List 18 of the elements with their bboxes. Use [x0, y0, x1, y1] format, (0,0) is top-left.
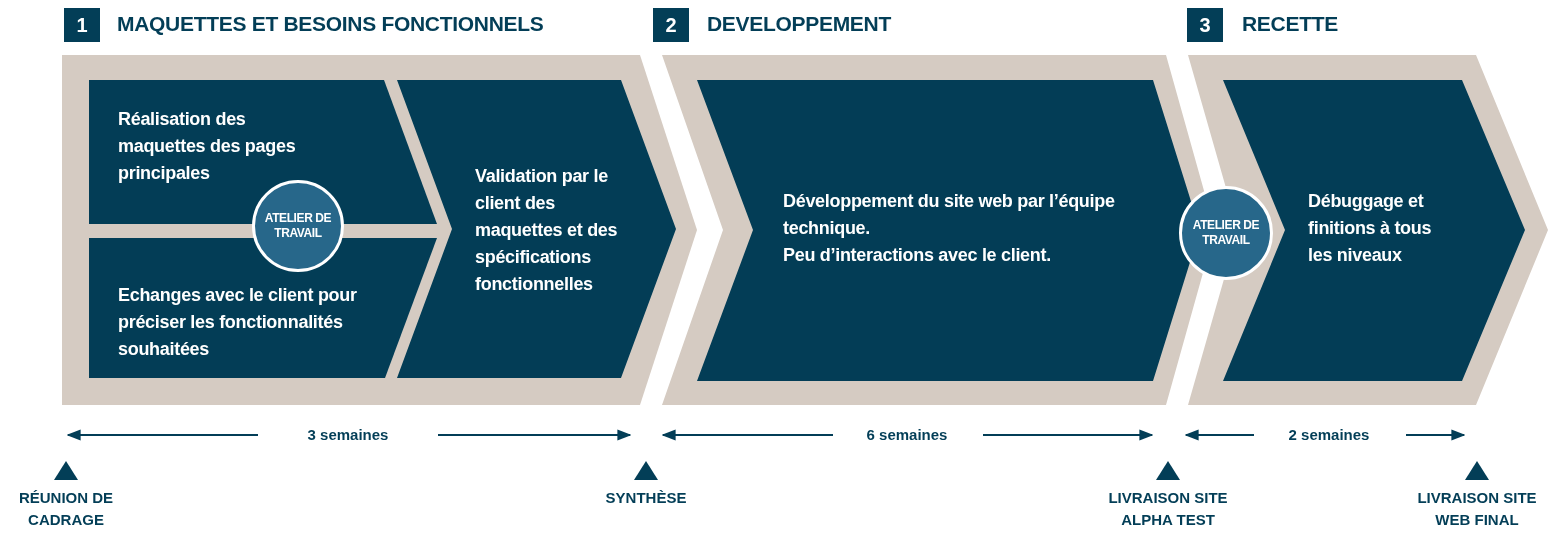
step-text: Développement du site web par l’équipe technique. — [783, 190, 1116, 240]
step-number: 3 — [1187, 8, 1223, 42]
duration-label: 6 semaines — [865, 425, 949, 445]
milestone-label: SYNTHÈSE — [604, 488, 688, 508]
phase-title: MAQUETTES ET BESOINS FONCTIONNELS — [117, 12, 544, 36]
milestone-label: LIVRAISON SITE WEB FINAL — [1416, 488, 1538, 530]
phase-title: DEVELOPPEMENT — [707, 12, 891, 36]
milestone-label: LIVRAISON SITE ALPHA TEST — [1107, 488, 1229, 530]
duration-label: 3 semaines — [306, 425, 390, 445]
step-text: Débuggage et finitions à tous les niveaux — [1308, 190, 1433, 267]
step-number: 1 — [64, 8, 100, 42]
milestone-label: RÉUNION DE CADRAGE — [17, 488, 115, 530]
step-text: Validation par le client des maquettes et des spécifications fonctionnelles — [475, 165, 619, 296]
step-number: 2 — [653, 8, 689, 42]
step-text: Echanges avec le client pour préciser les fonctionnalités souhaitées — [118, 284, 358, 361]
phase-title: RECETTE — [1242, 12, 1338, 36]
step-text: Peu d’interactions avec le client. — [783, 244, 1052, 267]
duration-label: 2 semaines — [1287, 425, 1371, 445]
